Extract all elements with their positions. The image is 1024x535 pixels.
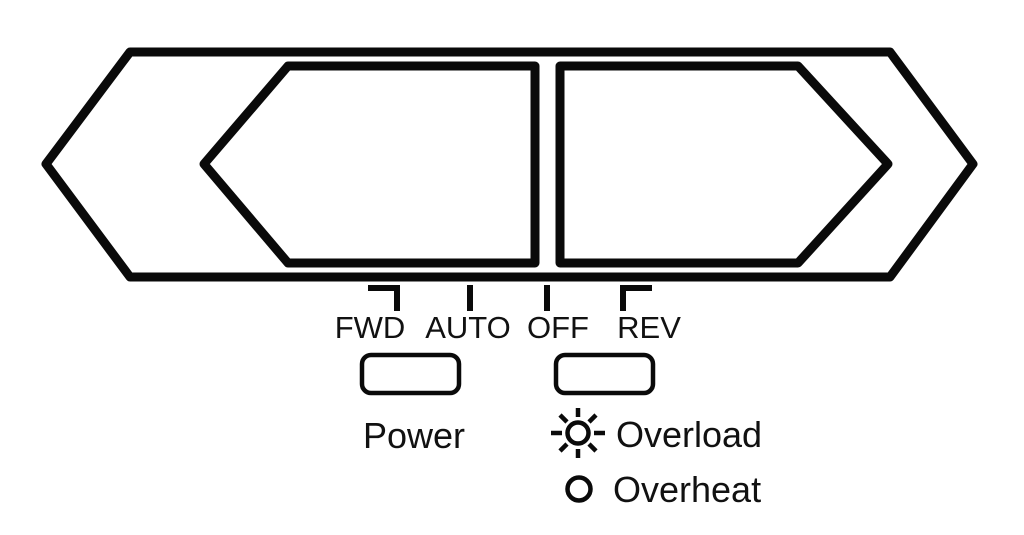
- rev-position-mark: [620, 285, 652, 311]
- overheat-indicator-label: Overheat: [613, 469, 761, 510]
- line-art-group: [41, 47, 978, 503]
- labels-group: FWD AUTO OFF REV Power Overload Overheat: [335, 310, 762, 510]
- power-indicator-label: Power: [363, 415, 465, 456]
- position-label-auto: AUTO: [425, 310, 511, 345]
- circle-icon: [565, 475, 593, 503]
- position-label-rev: REV: [617, 310, 681, 345]
- overload-indicator-label: Overload: [616, 414, 762, 455]
- fwd-position-mark: [368, 285, 400, 311]
- position-label-fwd: FWD: [335, 310, 406, 345]
- sun-icon: [551, 408, 605, 458]
- rocker-outer-outline: [41, 47, 978, 282]
- status-led-window: [553, 352, 656, 396]
- rocker-left-face: [199, 61, 540, 268]
- rocker-right-face: [555, 61, 893, 268]
- position-label-off: OFF: [527, 310, 589, 345]
- power-led-window: [359, 352, 462, 396]
